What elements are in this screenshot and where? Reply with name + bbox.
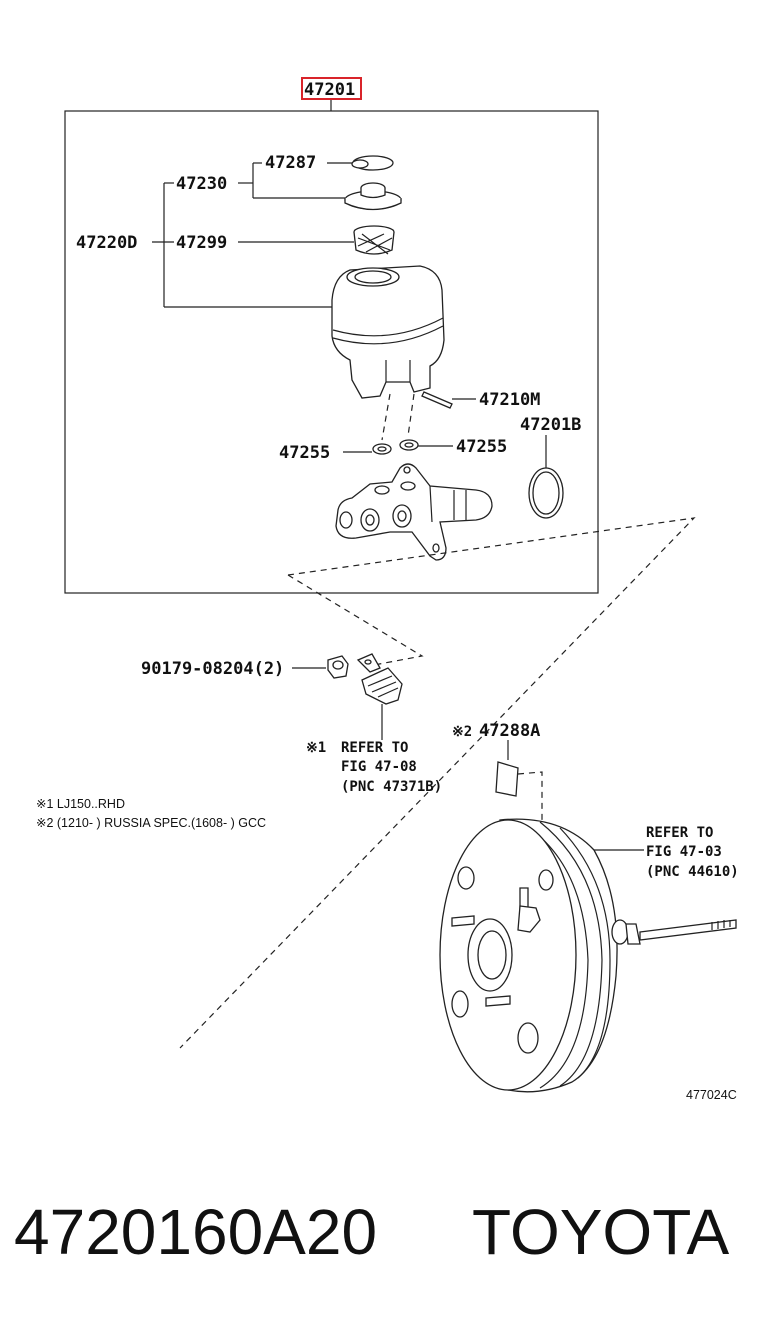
callout-47255-right[interactable]: 47255 [456, 437, 507, 457]
grommet-left [372, 443, 392, 455]
assembly-highlight-box [301, 77, 362, 100]
dash-cylinder-to-sensor [287, 574, 424, 666]
refer-booster-line1[interactable]: REFER TO [646, 825, 713, 841]
callout-47288A[interactable]: 47288A [479, 721, 540, 741]
booster-pad [495, 761, 519, 797]
refer-sensor-line2[interactable]: FIG 47-08 [341, 759, 417, 775]
brake-sensor [356, 653, 403, 705]
refer-sensor-line1[interactable]: REFER TO [341, 740, 408, 756]
refer-sensor-line3[interactable]: (PNC 47371B) [341, 779, 442, 795]
figure-code: 477024C [686, 1088, 737, 1102]
cap-gasket [351, 155, 394, 171]
assembly-part-number[interactable]: 47201 [304, 80, 355, 100]
callout-47220D[interactable]: 47220D [76, 233, 137, 253]
reservoir-strainer [353, 225, 395, 255]
callout-47299[interactable]: 47299 [176, 233, 227, 253]
dash-reservoir-right [407, 393, 415, 437]
callout-47210M[interactable]: 47210M [479, 390, 540, 410]
callout-47230[interactable]: 47230 [176, 174, 227, 194]
master-cylinder [335, 463, 493, 561]
mark-2: ※2 [452, 724, 472, 740]
dash-reservoir-left [381, 393, 391, 441]
footer-brand: TOYOTA [472, 1196, 730, 1268]
callout-47201B[interactable]: 47201B [520, 415, 581, 435]
refer-booster-line3[interactable]: (PNC 44610) [646, 864, 739, 880]
refer-booster-line2[interactable]: FIG 47-03 [646, 844, 722, 860]
reservoir-cap [344, 182, 402, 211]
reservoir-pin [421, 391, 453, 409]
brake-fluid-reservoir [331, 265, 445, 399]
o-ring [528, 467, 564, 519]
assembly-frame [64, 110, 599, 594]
dash-cylinder-to-booster [179, 517, 696, 1049]
grommet-right [399, 439, 419, 451]
note-1: ※1 LJ150..RHD [36, 797, 125, 811]
brake-booster [439, 818, 737, 1093]
callout-47255-left[interactable]: 47255 [279, 443, 330, 463]
flange-nut [327, 655, 349, 679]
footer-part-number: 4720160A20 [14, 1196, 378, 1268]
mark-1: ※1 [306, 740, 326, 756]
callout-47287[interactable]: 47287 [265, 153, 316, 173]
note-2: ※2 (1210- ) RUSSIA SPEC.(1608- ) GCC [36, 816, 266, 830]
callout-90179[interactable]: 90179-08204(2) [141, 659, 284, 679]
